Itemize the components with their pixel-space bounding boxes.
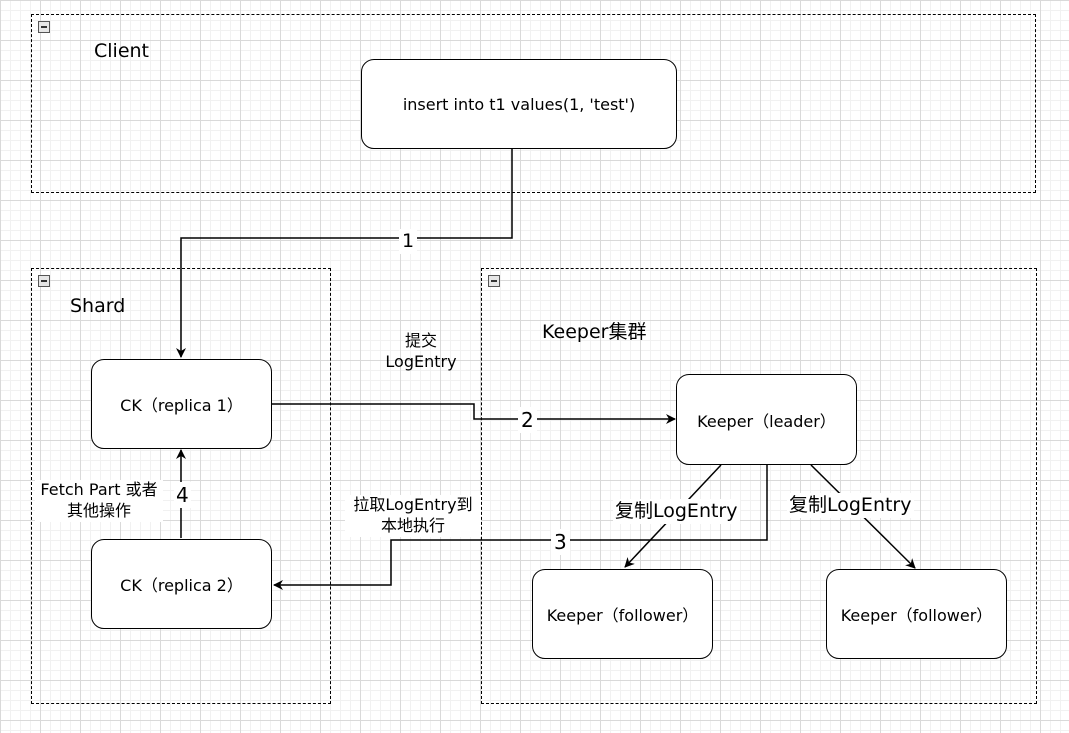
step4-label: 4 — [174, 482, 191, 508]
step2-label: 2 — [518, 407, 537, 433]
shard-group-title: Shard — [70, 295, 126, 317]
ck-replica-1-node[interactable]: CK（replica 1） — [91, 359, 272, 449]
submit-logentry-label: 提交 LogEntry — [377, 331, 465, 373]
sql-statement-node[interactable]: insert into t1 values(1, 'test') — [361, 59, 677, 149]
pull-logentry-label: 拉取LogEntry到 本地执行 — [345, 495, 481, 537]
collapse-icon[interactable] — [38, 21, 50, 33]
replicate-right-label: 复制LogEntry — [787, 493, 914, 518]
pull-label-line1: 拉取LogEntry到 — [353, 495, 473, 514]
fetch-label-line1: Fetch Part 或者 — [40, 480, 158, 499]
keeper-group-title: Keeper集群 — [542, 321, 647, 343]
step3-label: 3 — [551, 529, 570, 555]
client-group — [31, 14, 1036, 193]
keeper-group — [481, 268, 1037, 704]
collapse-icon[interactable] — [488, 275, 500, 287]
submit-label-line1: 提交 — [404, 331, 437, 350]
fetch-label-line2: 其他操作 — [66, 500, 131, 520]
pull-label-line2: 本地执行 — [380, 515, 445, 535]
ck-replica-2-node[interactable]: CK（replica 2） — [91, 539, 272, 629]
keeper-follower-node[interactable]: Keeper（follower） — [826, 569, 1007, 659]
edge-step3 — [273, 465, 768, 590]
keeper-leader-node[interactable]: Keeper（leader） — [676, 374, 857, 465]
submit-label-line2: LogEntry — [385, 351, 457, 371]
edge-step1 — [176, 149, 513, 358]
edge-step2 — [272, 403, 676, 424]
replicate-left-label: 复制LogEntry — [613, 499, 740, 524]
client-group-title: Client — [94, 40, 150, 62]
step1-label: 1 — [399, 229, 418, 254]
fetch-part-label: Fetch Part 或者 其他操作 — [35, 480, 163, 522]
collapse-icon[interactable] — [38, 275, 50, 287]
keeper-follower-node[interactable]: Keeper（follower） — [532, 569, 713, 659]
